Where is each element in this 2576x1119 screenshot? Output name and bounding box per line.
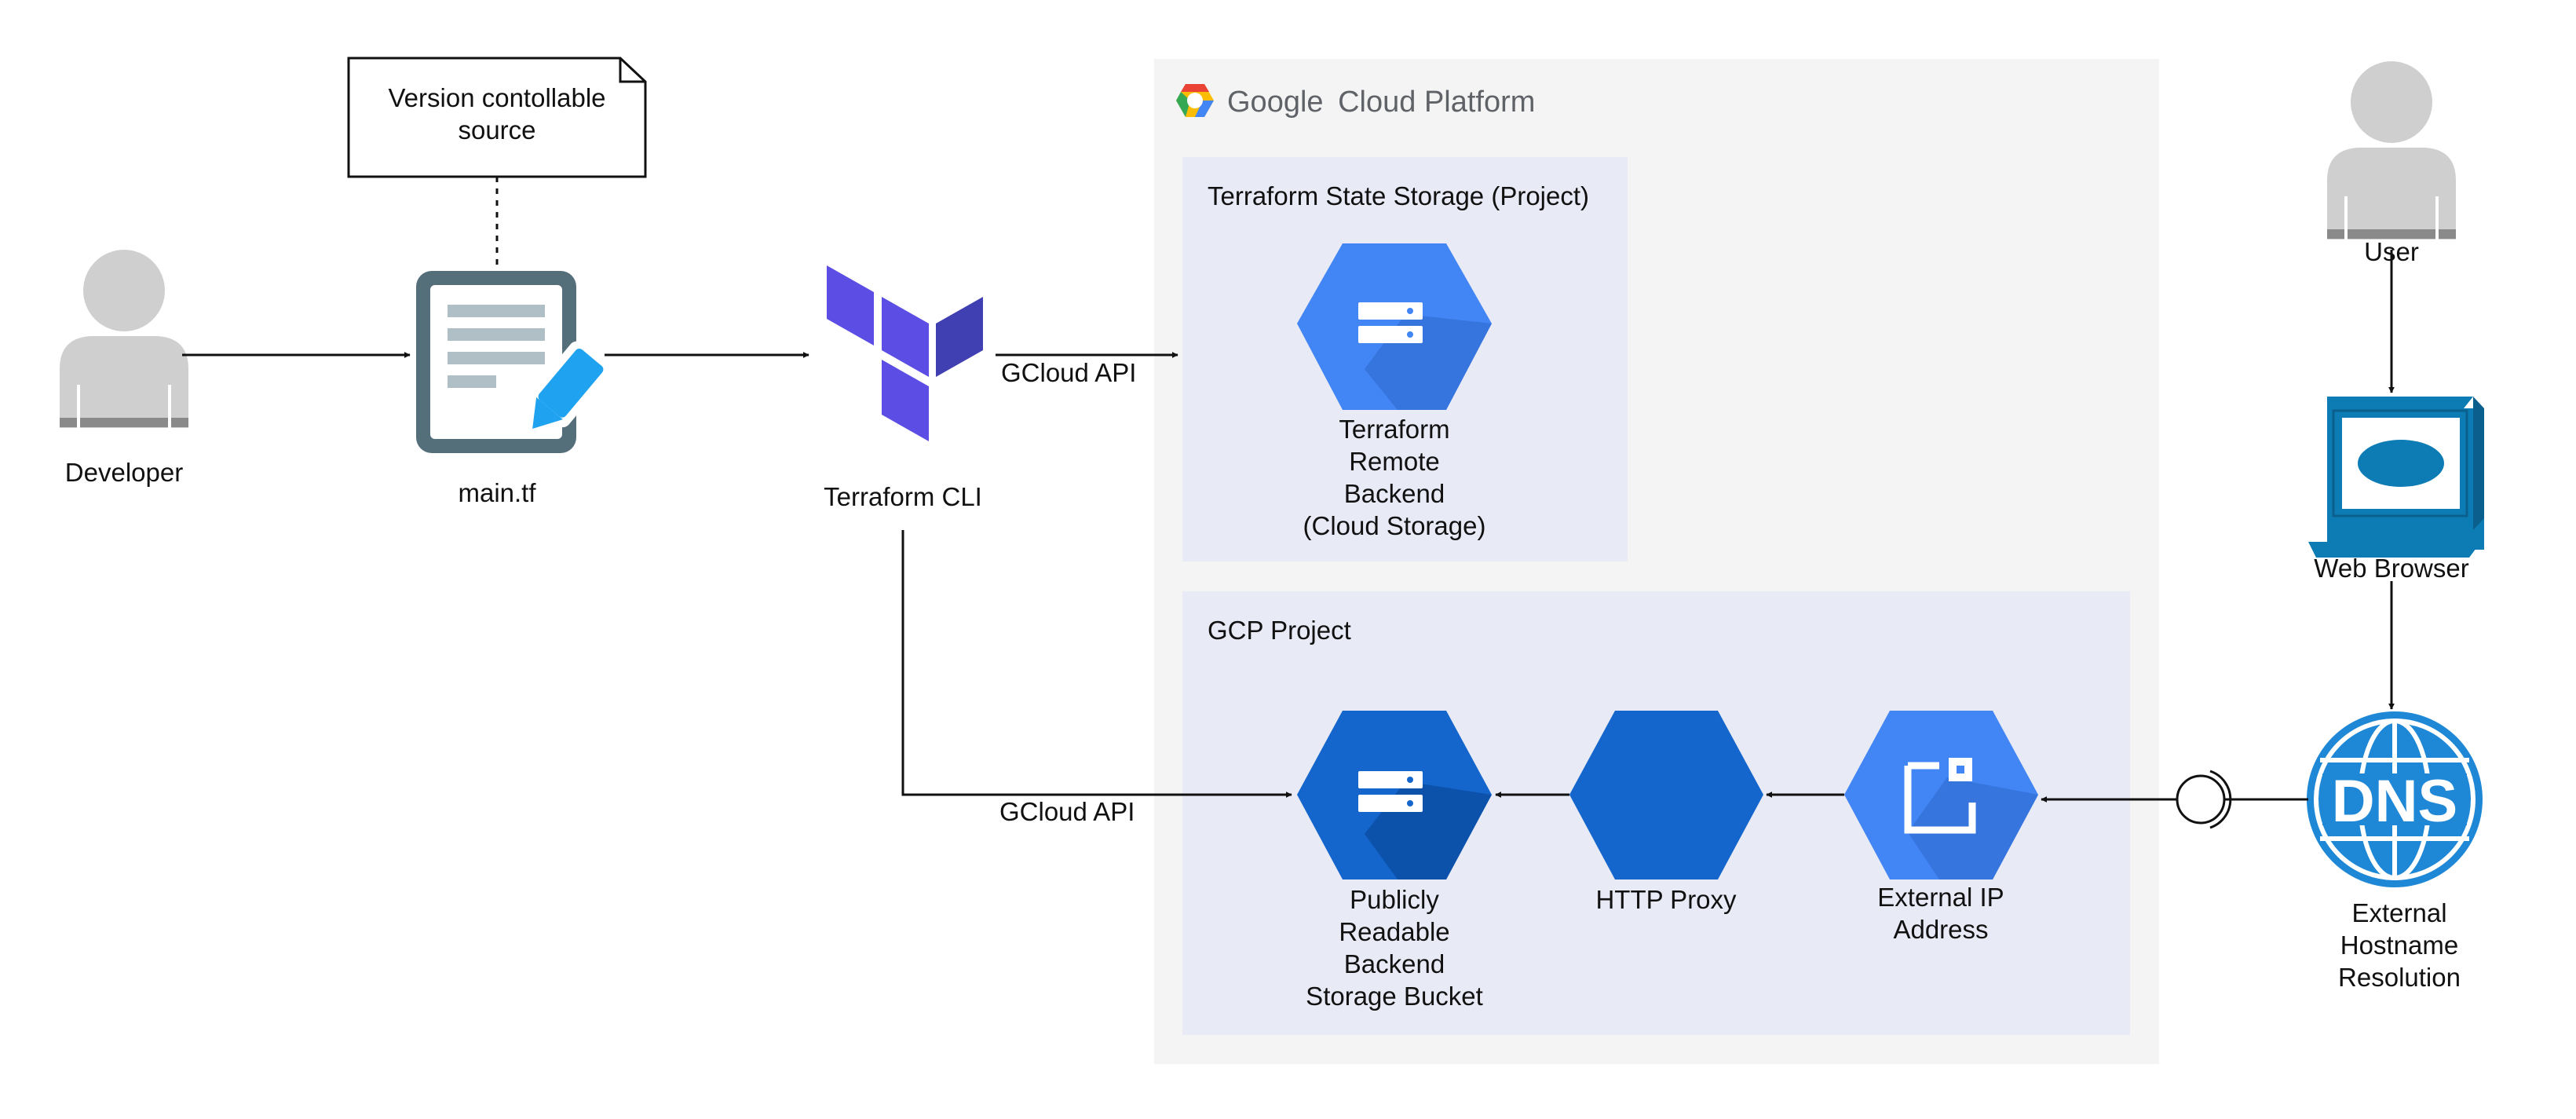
user-icon (2327, 61, 2456, 240)
external-ip-icon (1844, 711, 2038, 879)
document-edit-icon (416, 271, 612, 453)
gcp-brand-suffix: Cloud Platform (1338, 86, 1535, 119)
label-public-bucket: Publicly Readable Backend Storage Bucket (1306, 885, 1483, 1011)
group-title-state-storage: Terraform State Storage (Project) (1208, 181, 1590, 210)
label-remote-backend: Terraform Remote Backend (Cloud Storage) (1303, 415, 1486, 540)
dns-globe-icon (2307, 711, 2483, 887)
dns-icon-text: DNS (2332, 768, 2457, 835)
gcp-brand: Google Cloud Platform (1227, 86, 1535, 119)
interface-socket-icon (2176, 770, 2232, 829)
edge-label-gcloud-api-top: GCloud API (1001, 358, 1137, 387)
label-developer: Developer (64, 458, 184, 487)
group-title-gcp-project: GCP Project (1208, 616, 1351, 645)
developer-icon (60, 250, 188, 428)
note-label: Version contollable source (388, 83, 606, 144)
label-http-proxy: HTTP Proxy (1595, 885, 1737, 914)
storage-bucket-icon (1297, 711, 1492, 879)
edge-terraform-bucket (901, 530, 1292, 798)
label-web-browser: Web Browser (2314, 554, 2469, 583)
web-browser-icon (2308, 397, 2484, 558)
note-shape (347, 57, 647, 178)
label-main-tf: main.tf (458, 478, 536, 507)
http-proxy-icon (1569, 711, 1763, 879)
gcp-brand-google: Google (1227, 86, 1324, 119)
label-terraform-cli: Terraform CLI (824, 482, 982, 511)
edge-label-gcloud-api-bottom: GCloud API (999, 797, 1135, 826)
cloud-storage-icon (1297, 243, 1492, 410)
label-dns: External Hostname Resolution (2338, 898, 2461, 992)
label-external-ip: External IP Address (1877, 883, 2004, 944)
label-user: User (2364, 237, 2419, 266)
gcp-logo-icon (1176, 84, 1214, 117)
terraform-logo-icon (827, 265, 983, 441)
